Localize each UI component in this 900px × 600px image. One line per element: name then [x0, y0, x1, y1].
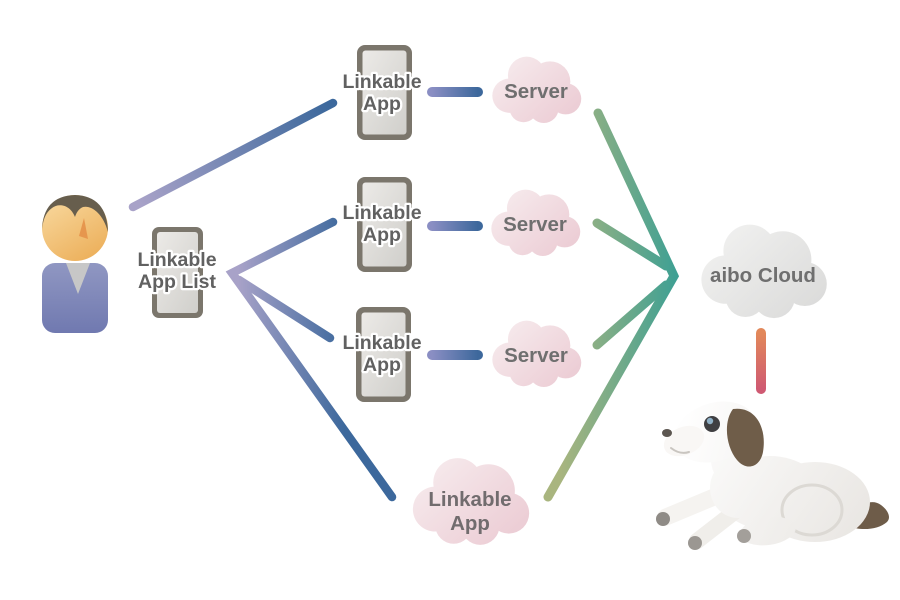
connection-lines	[128, 87, 766, 502]
server2-label: Server	[503, 213, 567, 236]
app-list-label-line1: Linkable	[137, 249, 216, 271]
linkable-app-phone-icon-3	[356, 307, 411, 402]
app2-label-line2: App	[363, 224, 401, 246]
app1-label-line2: App	[363, 93, 401, 115]
server-cloud-icon-2	[491, 189, 581, 256]
aibo-dog-illustration	[656, 401, 889, 550]
line-server2-to-aibocloud	[592, 218, 671, 271]
line-user-to-app1	[128, 98, 338, 212]
app1-label-line1: Linkable	[342, 71, 421, 93]
app2-label-line1: Linkable	[342, 202, 421, 224]
arrow-applist-outer	[225, 217, 397, 502]
app3-label-line1: Linkable	[342, 332, 421, 354]
app3-label-line2: App	[363, 354, 401, 376]
linkable-app-cloud-icon	[412, 458, 530, 545]
app-cloud-label-line1: Linkable	[428, 488, 511, 511]
aibo-cloud-icon	[701, 224, 827, 319]
arrow-applist-to-app3	[234, 275, 335, 343]
aibo-cloud-label: aibo Cloud	[710, 264, 816, 287]
app-list-phone-icon	[152, 227, 203, 318]
server3-label: Server	[504, 344, 568, 367]
server1-label: Server	[504, 80, 568, 103]
app-list-label-line2: App List	[138, 271, 216, 293]
server-cloud-icon-1	[492, 56, 582, 123]
labels: Linkable App List Linkable App Linkable …	[135, 69, 816, 535]
linkable-app-phone-icon-2	[357, 177, 412, 272]
line-server3-to-aibocloud	[592, 280, 671, 350]
server-cloud-icon-3	[492, 320, 582, 387]
app-cloud-label-line2: App	[450, 512, 490, 535]
user-icon	[42, 195, 108, 333]
arrow-aibocloud-outer	[543, 108, 680, 502]
linkable-app-phone-icon-1	[357, 45, 412, 140]
